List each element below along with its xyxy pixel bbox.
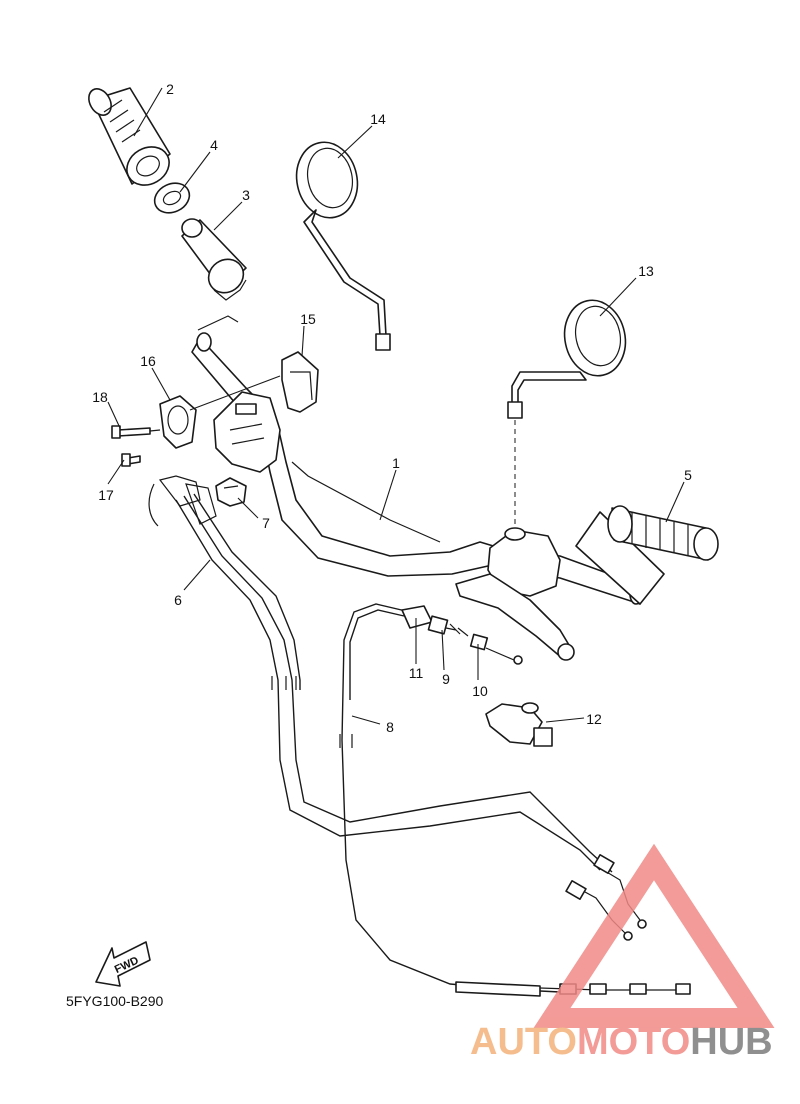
clutch-cable (339, 603, 691, 997)
left-switch-holder (159, 395, 197, 449)
handlebar-switch (189, 375, 281, 473)
throttle-grip (88, 87, 171, 186)
watermark-triangle-icon (533, 843, 775, 1028)
callout-12: 12 (586, 711, 602, 727)
leader-lines (107, 87, 685, 725)
ring-washer (153, 182, 191, 214)
callout-2: 2 (166, 81, 174, 97)
callout-1: 1 (392, 455, 400, 471)
callout-13: 13 (638, 263, 654, 279)
callout-14: 14 (370, 111, 386, 127)
callout-numbers: 1 2 3 4 5 6 7 8 9 10 11 12 13 14 15 16 1… (92, 81, 692, 735)
callout-4: 4 (210, 137, 218, 153)
callout-8: 8 (386, 719, 394, 735)
callout-3: 3 (242, 187, 250, 203)
screw-18 (111, 425, 161, 439)
callout-9: 9 (442, 671, 450, 687)
callout-17: 17 (98, 487, 114, 503)
watermark-moto: MOTO (577, 1021, 690, 1063)
cable-adjuster (401, 605, 523, 665)
left-grip (575, 505, 719, 605)
callout-18: 18 (92, 389, 108, 405)
screw-17 (121, 453, 141, 467)
part-code: 5FYG100-B290 (66, 993, 163, 1009)
callout-7: 7 (262, 515, 270, 531)
clutch-switch (485, 702, 553, 747)
callout-6: 6 (174, 592, 182, 608)
throttle-sleeve (181, 218, 247, 301)
watermark-auto: AUTO (470, 1021, 577, 1063)
callout-11: 11 (409, 665, 424, 681)
forward-arrow-icon: FWD (95, 941, 151, 987)
automotohub-watermark: AUTOMOTOHUB (470, 843, 775, 1063)
callout-16: 16 (140, 353, 156, 369)
throttle-cables (148, 475, 647, 941)
clutch-lever-bracket (455, 527, 575, 661)
callout-5: 5 (684, 467, 692, 483)
switch-clamp (281, 351, 319, 413)
left-mirror (295, 141, 391, 351)
callout-15: 15 (300, 311, 316, 327)
watermark-text: AUTOMOTOHUB (470, 1021, 773, 1063)
callout-10: 10 (472, 683, 488, 699)
watermark-hub: HUB (690, 1021, 772, 1063)
right-mirror (507, 299, 627, 528)
